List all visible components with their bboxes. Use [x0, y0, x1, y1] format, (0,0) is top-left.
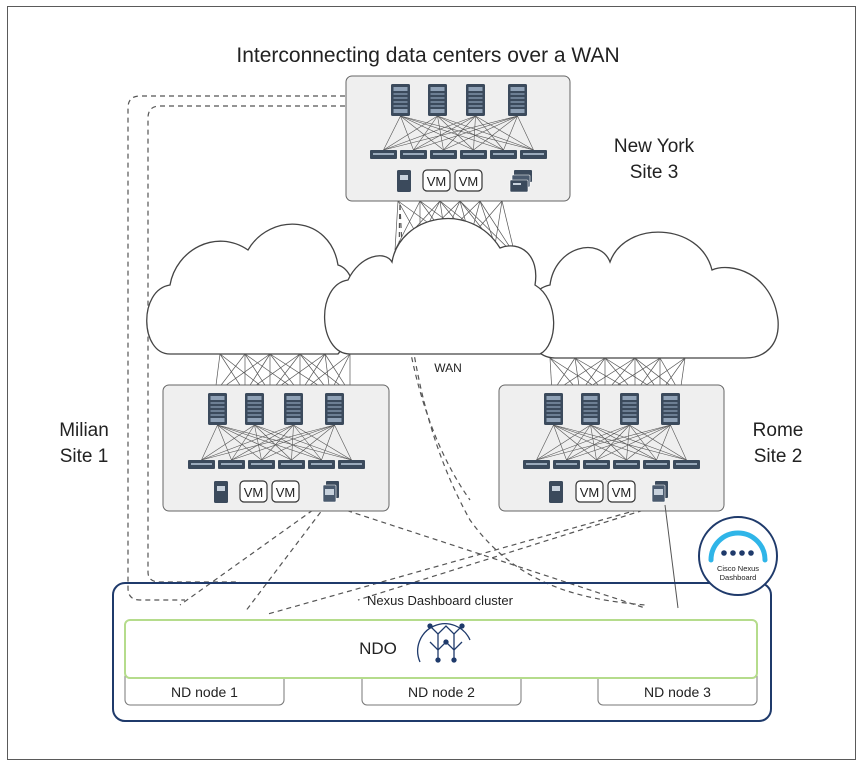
ro-spine-switch-icon	[661, 393, 680, 425]
ny-host-icon	[397, 170, 411, 192]
ny-spine-switch-icon	[391, 84, 410, 116]
milan-vm-1: VM	[239, 480, 268, 503]
svg-text:VM: VM	[276, 485, 296, 500]
mi-spine-switch-icon	[208, 393, 227, 425]
diagram-title: Interconnecting data centers over a WAN	[236, 44, 619, 67]
svg-text:VM: VM	[459, 174, 479, 189]
cloud-center	[323, 217, 555, 355]
rome-cluster-link	[664, 504, 679, 609]
ro-spine-switch-icon	[581, 393, 600, 425]
rome-site: Site 2	[754, 446, 803, 467]
svg-text:ND node 2: ND node 2	[408, 684, 475, 700]
mi-leaf-switch-icon	[338, 460, 365, 469]
milan-site: Site 1	[60, 446, 109, 467]
ny-spine-switch-icon	[428, 84, 447, 116]
mi-spine-switch-icon	[325, 393, 344, 425]
mi-spine-switch-icon	[245, 393, 264, 425]
ny-spine-switch-icon	[466, 84, 485, 116]
ro-leaf-switch-icon	[523, 460, 550, 469]
svg-text:VM: VM	[580, 485, 600, 500]
ny-leaf-switch-icon	[400, 150, 427, 159]
mi-spine-switch-icon	[284, 393, 303, 425]
new-york-site: Site 3	[630, 162, 679, 183]
cloud-right	[525, 231, 779, 359]
svg-text:VM: VM	[427, 174, 447, 189]
mi-leaf-switch-icon	[188, 460, 215, 469]
svg-text:ND node 1: ND node 1	[171, 684, 238, 700]
ny-leaf-switch-icon	[370, 150, 397, 159]
ro-leaf-switch-icon	[643, 460, 670, 469]
ny-leaf-switch-icon	[490, 150, 517, 159]
wan-clouds	[146, 217, 779, 359]
svg-text:VM: VM	[612, 485, 632, 500]
ny-leaf-switch-icon	[520, 150, 547, 159]
ro-spine-switch-icon	[544, 393, 563, 425]
badge-line-2: Dashboard	[720, 573, 757, 582]
mi-leaf-switch-icon	[278, 460, 305, 469]
ny-vm-1: VM	[422, 169, 451, 192]
ny-leaf-switch-icon	[430, 150, 457, 159]
ro-leaf-switch-icon	[583, 460, 610, 469]
ro-spine-switch-icon	[620, 393, 639, 425]
svg-text:VM: VM	[244, 485, 264, 500]
cisco-nexus-dashboard-badge: Cisco Nexus Dashboard	[698, 516, 778, 596]
cluster-title: Nexus Dashboard cluster	[367, 593, 514, 608]
ro-leaf-switch-icon	[553, 460, 580, 469]
cloud-left	[146, 223, 356, 355]
ny-spine-switch-icon	[508, 84, 527, 116]
rome-name: Rome	[753, 420, 804, 441]
mi-leaf-switch-icon	[308, 460, 335, 469]
new-york-name: New York	[614, 136, 695, 157]
ndo-orchestrator-icon	[417, 623, 471, 663]
milan-host-icon	[214, 481, 228, 503]
ny-leaf-switch-icon	[460, 150, 487, 159]
svg-text:ND node 3: ND node 3	[644, 684, 711, 700]
ndo-label: NDO	[359, 639, 397, 658]
rome-vm-1: VM	[575, 480, 604, 503]
rome-vm-2: VM	[607, 480, 636, 503]
ro-leaf-switch-icon	[613, 460, 640, 469]
milan-vm-2: VM	[271, 480, 300, 503]
nexus-dashboard-cluster	[112, 582, 772, 722]
ny-vm-2: VM	[454, 169, 483, 192]
milan-name: Milian	[59, 420, 109, 441]
mi-leaf-switch-icon	[248, 460, 275, 469]
wan-label: WAN	[434, 361, 462, 375]
ro-leaf-switch-icon	[673, 460, 700, 469]
mi-leaf-switch-icon	[218, 460, 245, 469]
ndo-band	[124, 619, 758, 679]
rome-host-icon	[549, 481, 563, 503]
badge-line-1: Cisco Nexus	[717, 564, 759, 573]
